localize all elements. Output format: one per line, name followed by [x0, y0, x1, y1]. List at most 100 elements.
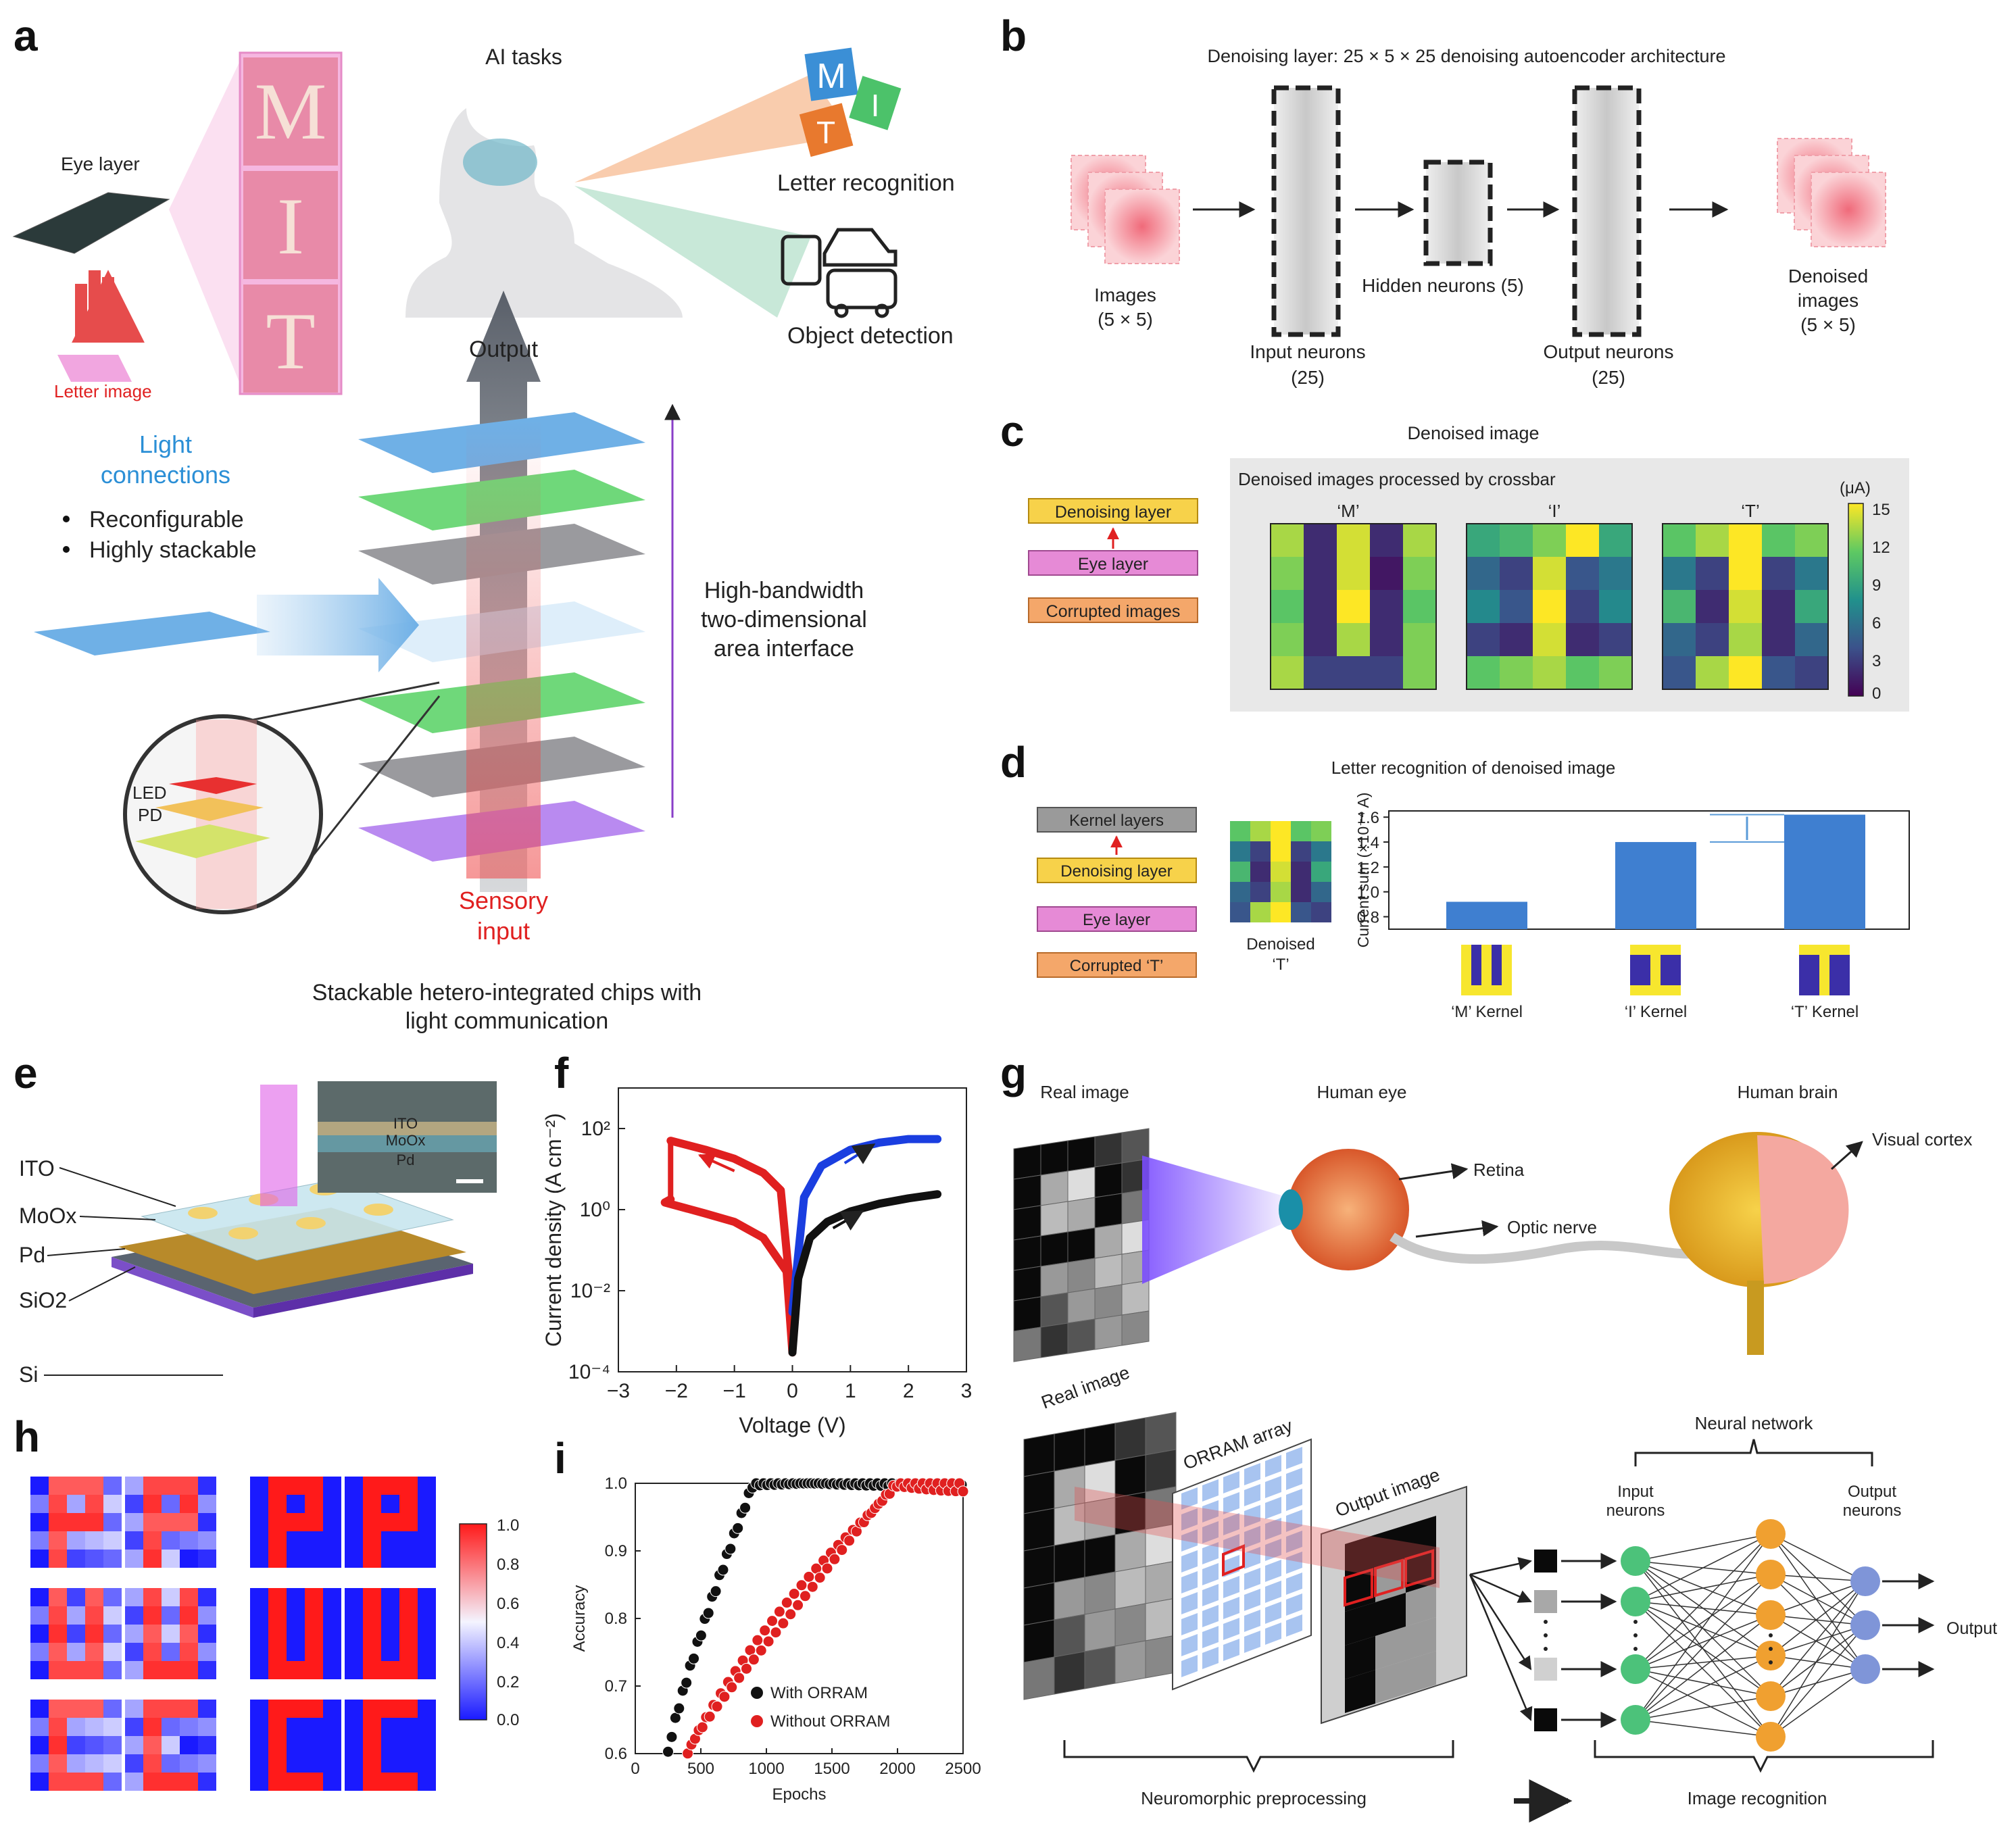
leader-line: [47, 1248, 126, 1256]
object-light-cone: [574, 186, 811, 318]
kernel-cell: [1829, 945, 1840, 955]
heatmap-cell: [363, 1495, 381, 1513]
heatmap-cell: [305, 1495, 323, 1513]
heatmap-cell: [125, 1718, 143, 1736]
heatmap-cell: [162, 1606, 180, 1625]
heatmap-cell: [85, 1718, 103, 1736]
heatmap-cell: [305, 1736, 323, 1754]
accuracy-point: [726, 1681, 738, 1693]
car-icon: [822, 228, 898, 267]
input-neuron: [1621, 1705, 1650, 1735]
heatmap-cell: [287, 1588, 305, 1606]
heatmap-cell: [162, 1477, 180, 1495]
heatmap-cell: [345, 1643, 363, 1661]
kernel-cell: [1819, 955, 1829, 965]
real-image-cell: [1013, 1266, 1041, 1302]
accuracy-point: [770, 1627, 782, 1639]
heatmap-cell: [1696, 524, 1729, 557]
real-image-cell: [1094, 1193, 1123, 1229]
orram-cell: [1244, 1505, 1260, 1527]
eye-layer-label: Eye layer: [61, 153, 140, 174]
output-neuron: [1850, 1654, 1880, 1684]
heatmap-frame: [1466, 523, 1633, 690]
kernel-cell: [1661, 985, 1671, 995]
nn-edge: [1635, 1574, 1771, 1670]
orram-cell: [1244, 1589, 1260, 1611]
heatmap-cell: [1271, 821, 1291, 841]
real-image-cell: [1067, 1197, 1096, 1233]
heatmap-cell: [1500, 524, 1533, 557]
kernel-cell: [1829, 975, 1840, 985]
stack-denoising-layer: [1028, 498, 1198, 524]
kernel-cell: [1650, 955, 1661, 965]
heatmap-cell: [418, 1531, 436, 1550]
y-tick-label: 1.0: [1357, 884, 1379, 902]
kernel-cell: [1471, 945, 1481, 955]
kernel-label: ‘I’ Kernel: [1625, 1003, 1687, 1021]
kernel-cell: [1461, 965, 1471, 975]
accuracy-point: [688, 1652, 700, 1664]
heatmap-cell: [250, 1588, 268, 1606]
heatmap-cell: [1403, 590, 1436, 623]
retina-arrow: [1398, 1163, 1469, 1181]
tile-m-text: M: [816, 57, 845, 96]
heatmap-cell: [67, 1718, 85, 1736]
heatmap-cell: [1500, 623, 1533, 656]
real-image-cell: [1121, 1310, 1150, 1346]
nn-edge: [1635, 1533, 1771, 1562]
c-tick: 15: [1872, 501, 1890, 519]
kernel-cell: [1819, 985, 1829, 995]
heatmap-cell: [1696, 590, 1729, 623]
heatmap-frame: [1270, 523, 1437, 690]
hidden-neuron: [1756, 1560, 1786, 1589]
image-stack-tile: [1104, 189, 1180, 264]
kernel-cell: [1630, 955, 1640, 965]
heatmap-cell: [1599, 557, 1632, 590]
heatmap-cell: [180, 1531, 198, 1550]
heatmap-cell: [49, 1773, 67, 1791]
heatmap-cell: [381, 1606, 399, 1625]
optic-nerve-line: [1390, 1233, 1704, 1264]
real-image-cell: [1023, 1619, 1055, 1663]
heatmap-cell: [103, 1643, 122, 1661]
heatmap-cell: [1729, 623, 1762, 656]
feed-arrow: [1469, 1574, 1533, 1721]
letter-light-cone: [574, 74, 852, 182]
nn-edge: [1635, 1668, 1771, 1697]
c-tick: 6: [1872, 614, 1881, 633]
nn-edge: [1635, 1533, 1771, 1602]
orram-cell: [1181, 1592, 1198, 1614]
heatmap-cell: [250, 1495, 268, 1513]
g-neural-network: Neural network: [1695, 1413, 1814, 1433]
legend-label: Without ORRAM: [770, 1712, 890, 1731]
orram-cell: [1181, 1634, 1198, 1656]
orram-cell: [1202, 1542, 1219, 1564]
kernel-cell: [1502, 965, 1512, 975]
heatmap-cell: [1271, 524, 1304, 557]
heatmap-cell: [268, 1643, 287, 1661]
red-light-arrows: [81, 270, 108, 341]
x-tick-label: 1000: [748, 1760, 784, 1778]
orram-cell: [1244, 1526, 1260, 1548]
g-output-label: Output: [1946, 1619, 1997, 1638]
heatmap-cell: [323, 1625, 341, 1643]
heatmap-cell: [1370, 557, 1403, 590]
heatmap-cell: [30, 1718, 49, 1736]
heatmap-cell: [287, 1661, 305, 1679]
inset-image-m: [243, 57, 338, 166]
heatmap-cell: [198, 1661, 216, 1679]
real-image-cell: [1013, 1205, 1041, 1241]
heatmap-cell: [323, 1718, 341, 1736]
stack-corrupted: [1028, 597, 1198, 623]
nn-edge: [1770, 1625, 1866, 1656]
heatmap-cell: [1291, 862, 1311, 882]
heatmap-cell: [323, 1531, 341, 1550]
heatmap-cell: [30, 1754, 49, 1773]
orram-cell: [1286, 1614, 1302, 1637]
heatmap-cell: [418, 1550, 436, 1568]
kernel-cell: [1671, 985, 1681, 995]
heatmap-cell: [85, 1700, 103, 1718]
heatmap-cell: [143, 1513, 162, 1531]
real-image-cell: [1013, 1174, 1041, 1210]
heatmap-cell: [1271, 557, 1304, 590]
